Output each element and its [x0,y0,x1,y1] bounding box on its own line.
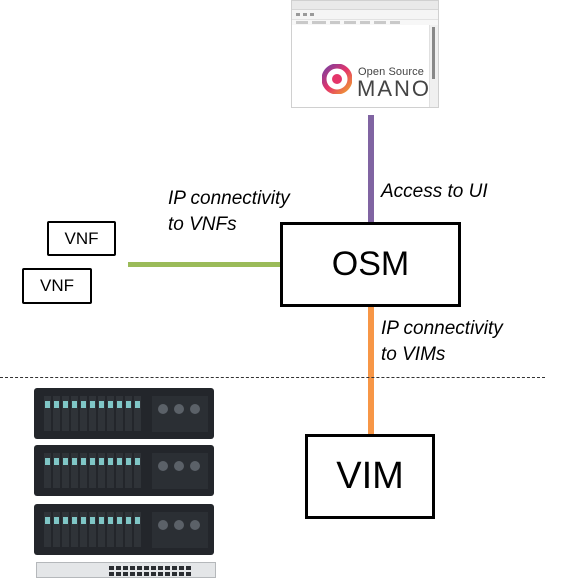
browser-titlebar [292,1,438,10]
vnf-box: VNF [22,268,92,304]
reload-icon [310,13,314,16]
browser-screenshot [291,0,439,108]
browser-scrollbar [429,25,438,107]
vnf-connectivity-link [128,262,282,267]
dashed-separator [0,377,545,378]
server-icon [34,504,214,555]
back-icon [296,13,300,16]
browser-page [292,25,430,107]
access-ui-label: Access to UI [381,181,488,202]
osm-logo-icon [322,64,352,94]
vnf-connectivity-label: IP connectivity to VNFs [168,186,290,238]
vim-connectivity-link [368,307,374,434]
vim-label-line1: IP connectivity [381,318,503,339]
vim-box: VIM [305,434,435,519]
forward-icon [303,13,307,16]
vnf-box: VNF [47,221,116,256]
server-icon [34,445,214,496]
ui-access-link [368,115,374,222]
logo-text-open-source: Open Source [358,66,424,78]
vim-connectivity-label: IP connectivity to VIMs [381,316,503,368]
logo-text-mano: MANO [357,76,431,101]
server-icon [34,388,214,439]
vnf-label-line1: IP connectivity [168,188,290,209]
network-switch-icon [36,562,216,578]
vim-label-line2: to VIMs [381,344,446,365]
browser-toolbar [292,10,438,20]
osm-box: OSM [280,222,461,307]
vnf-label-line2: to VNFs [168,214,237,235]
